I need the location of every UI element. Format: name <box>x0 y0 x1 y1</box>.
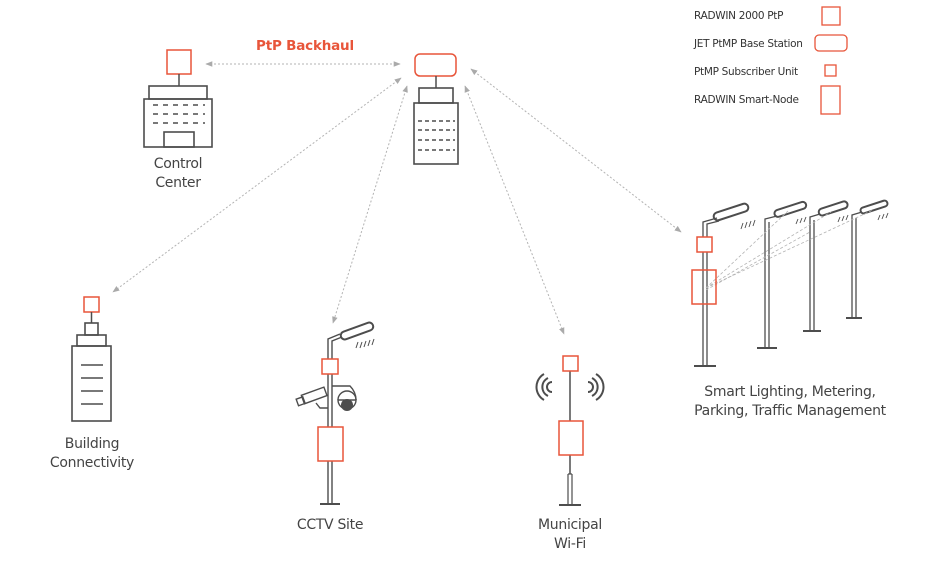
tower-building-icon <box>413 87 459 165</box>
office-building-icon <box>143 85 213 148</box>
municipal-wifi-site <box>535 355 605 506</box>
control-center-label: Control Center <box>153 156 203 191</box>
street-light-icon <box>694 199 889 367</box>
square-outline-icon <box>821 6 841 26</box>
radwin-2000-ptp-device <box>166 49 192 75</box>
wifi-pole-icon <box>535 371 605 506</box>
wifi-signal-right-icon <box>587 373 605 401</box>
legend-label-ptmp-subscriber-unit: PtMP Subscriber Unit <box>694 66 798 78</box>
link-wifi <box>464 85 565 335</box>
link-smart-lighting <box>470 68 682 233</box>
jet-ptmp-base-station-device <box>414 53 457 77</box>
control-center-site <box>143 49 213 148</box>
ptmp-subscriber-unit-device <box>83 296 100 313</box>
building-connectivity-label: Building Connectivity <box>49 436 135 471</box>
cctv-site <box>295 321 375 505</box>
cctv-site-label: CCTV Site <box>296 517 364 533</box>
municipal-wifi-label: Municipal Wi-Fi <box>538 517 602 552</box>
ptp-backhaul-label: PtP Backhaul <box>256 38 354 54</box>
ptmp-subscriber-unit-device <box>562 355 579 372</box>
links <box>112 61 682 335</box>
radwin-smart-node-device <box>558 420 584 456</box>
building-connectivity-site <box>71 296 112 422</box>
dome-camera-icon <box>332 385 357 411</box>
radwin-smart-node-device <box>317 426 344 462</box>
base-station-site <box>413 53 459 165</box>
legend-label-radwin-smart-node: RADWIN Smart-Node <box>694 94 799 106</box>
smart-node-wireless-links <box>705 209 874 291</box>
legend-label-jet-ptmp-base-station: JET PtMP Base Station <box>694 38 803 50</box>
tall-building-icon <box>71 322 112 422</box>
wifi-signal-left-icon <box>535 373 553 401</box>
smart-lighting-site <box>691 199 889 367</box>
rounded-rect-outline-icon <box>814 34 848 52</box>
bullet-camera-icon <box>295 386 328 409</box>
legend <box>814 6 848 115</box>
ptmp-subscriber-unit-device <box>321 358 339 375</box>
ptmp-subscriber-unit-device <box>696 236 713 253</box>
smart-lighting-label: Smart Lighting, Metering, Parking, Traff… <box>694 384 886 419</box>
legend-label-radwin-2000-ptp: RADWIN 2000 PtP <box>694 10 784 22</box>
small-square-outline-icon <box>824 64 837 77</box>
cctv-pole-icon <box>295 321 375 505</box>
tall-rect-outline-icon <box>820 85 841 115</box>
link-cctv <box>332 85 408 324</box>
radwin-smart-node-device <box>691 269 717 305</box>
